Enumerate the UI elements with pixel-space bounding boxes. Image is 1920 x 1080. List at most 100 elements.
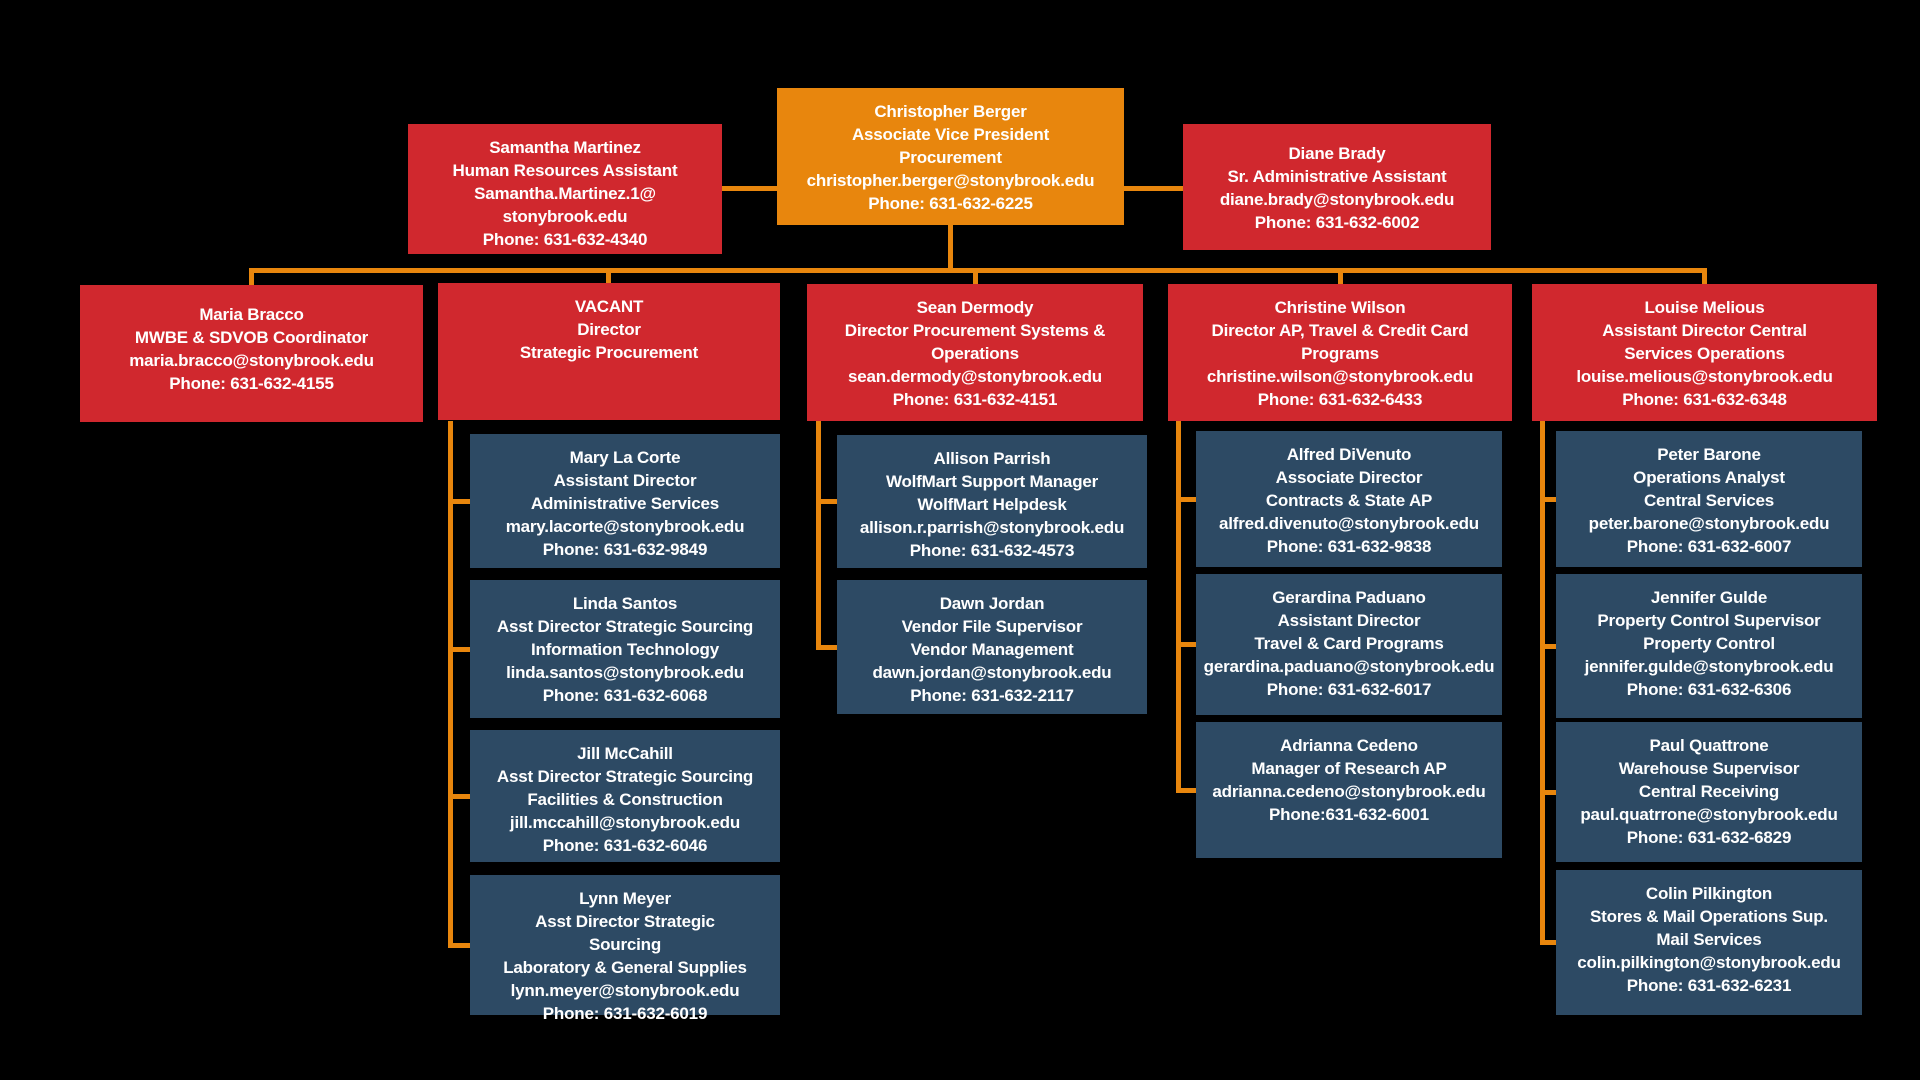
connector-line — [722, 186, 777, 191]
person-text-line: alfred.divenuto@stonybrook.edu — [1219, 514, 1479, 533]
person-text-line: Associate Director — [1275, 468, 1423, 487]
person-text-line: Phone: 631-632-2117 — [910, 686, 1074, 705]
person-text-line: christine.wilson@stonybrook.edu — [1206, 367, 1474, 386]
person-text-line: adrianna.cedeno@stonybrook.edu — [1212, 782, 1486, 801]
person-text-line: Phone: 631-632-6007 — [1626, 537, 1792, 556]
person-text-line: Sr. Administrative Assistant — [1227, 167, 1447, 186]
person-text-line: Phone: 631-632-4151 — [892, 390, 1058, 409]
person-text-line: Associate Vice President — [851, 125, 1050, 144]
person-text-line: Asst Director Strategic Sourcing — [496, 767, 754, 786]
person-text-line: Assistant Director — [553, 471, 697, 490]
connector-line — [1540, 644, 1556, 649]
person-text-line: Gerardina Paduano — [1272, 588, 1426, 607]
person-text-line: WolfMart Helpdesk — [917, 495, 1067, 514]
connector-line — [249, 268, 254, 285]
person-text-line: Phone: 631-632-6225 — [868, 194, 1033, 213]
connector-line — [448, 421, 453, 948]
connector-line — [448, 794, 470, 799]
person-text-line: Phone: 631-632-6231 — [1626, 976, 1792, 995]
person-text-line: Phone: 631-632-6068 — [542, 686, 708, 705]
person-text-line: Vendor File Supervisor — [901, 617, 1083, 636]
person-text-line: Alfred DiVenuto — [1286, 445, 1412, 464]
person-text-line: Lynn Meyer — [579, 889, 671, 908]
person-text-line: Services Operations — [1624, 344, 1785, 363]
person-text-line: Linda Santos — [572, 594, 678, 613]
person-text-line: Phone: 631-632-4573 — [909, 541, 1075, 560]
person-text-line: Louise Melious — [1644, 298, 1765, 317]
person-text-line: Human Resources Assistant — [452, 161, 678, 180]
person-text-line: Phone: 631-632-6433 — [1257, 390, 1423, 409]
person-text-line: gerardina.paduano@stonybrook.edu — [1203, 657, 1495, 676]
connector-line — [1702, 268, 1707, 284]
connector-line — [1540, 497, 1556, 502]
person-text-line: Asst Director Strategic — [535, 912, 715, 931]
person-text-line: colin.pilkington@stonybrook.edu — [1577, 953, 1841, 972]
connector-line — [1540, 790, 1556, 795]
person-text-line: Information Technology — [531, 640, 719, 659]
person-text-line: Colin Pilkington — [1645, 884, 1773, 903]
person-text-line: Christopher Berger — [874, 102, 1027, 121]
person-text-line: Maria Bracco — [199, 305, 304, 324]
connector-line — [948, 225, 953, 268]
person-text-line: Administrative Services — [530, 494, 720, 513]
connector-line — [1540, 940, 1556, 945]
person-text-line: Phone: 631-632-6019 — [542, 1004, 708, 1023]
person-text-line: VACANT — [574, 297, 644, 316]
person-text-line: Phone: 631-632-4155 — [169, 374, 334, 393]
person-text-line: mary.lacorte@stonybrook.edu — [505, 517, 745, 536]
person-text-line: Jennifer Gulde — [1650, 588, 1768, 607]
connector-line — [448, 647, 470, 652]
person-text-line: Adrianna Cedeno — [1280, 736, 1418, 755]
person-text-line: Central Receiving — [1638, 782, 1780, 801]
person-text-line: Peter Barone — [1657, 445, 1761, 464]
person-text-line: Warehouse Supervisor — [1618, 759, 1800, 778]
person-text-line: linda.santos@stonybrook.edu — [506, 663, 744, 682]
person-text-line: Jill McCahill — [577, 744, 673, 763]
person-text-line: diane.brady@stonybrook.edu — [1219, 190, 1455, 209]
person-text-line: peter.barone@stonybrook.edu — [1588, 514, 1830, 533]
person-text-line: jill.mccahill@stonybrook.edu — [509, 813, 741, 832]
connector-line — [973, 268, 978, 284]
person-text-line: Phone: 631-632-6046 — [542, 836, 708, 855]
person-text-line: Operations — [931, 344, 1019, 363]
person-text-line: Strategic Procurement — [519, 343, 699, 362]
person-text-line: Property Control Supervisor — [1597, 611, 1821, 630]
person-text-line: Paul Quattrone — [1649, 736, 1769, 755]
person-text-line: stonybrook.edu — [502, 207, 628, 226]
person-text-line: Sean Dermody — [916, 298, 1034, 317]
connector-line — [816, 499, 837, 504]
person-text-line: Mary La Corte — [569, 448, 681, 467]
person-text-line: Samantha Martinez — [489, 138, 641, 157]
person-text-line: Director — [577, 320, 641, 339]
person-text-line: MWBE & SDVOB Coordinator — [134, 328, 369, 347]
connector-line — [1338, 268, 1343, 284]
person-text-line: Phone: 631-632-4340 — [482, 230, 648, 249]
person-text-line: christopher.berger@stonybrook.edu — [806, 171, 1095, 190]
connector-line — [1124, 186, 1183, 191]
connector-line — [1176, 497, 1196, 502]
person-text-line: Operations Analyst — [1633, 468, 1785, 487]
connector-line — [448, 943, 470, 948]
person-text-line: Samantha.Martinez.1@ — [474, 184, 656, 203]
person-text-line: Director Procurement Systems & — [844, 321, 1106, 340]
person-text-line: Contracts & State AP — [1265, 491, 1433, 510]
person-text-line: Asst Director Strategic Sourcing — [496, 617, 754, 636]
person-text-line: WolfMart Support Manager — [885, 472, 1099, 491]
person-text-line: Programs — [1301, 344, 1379, 363]
